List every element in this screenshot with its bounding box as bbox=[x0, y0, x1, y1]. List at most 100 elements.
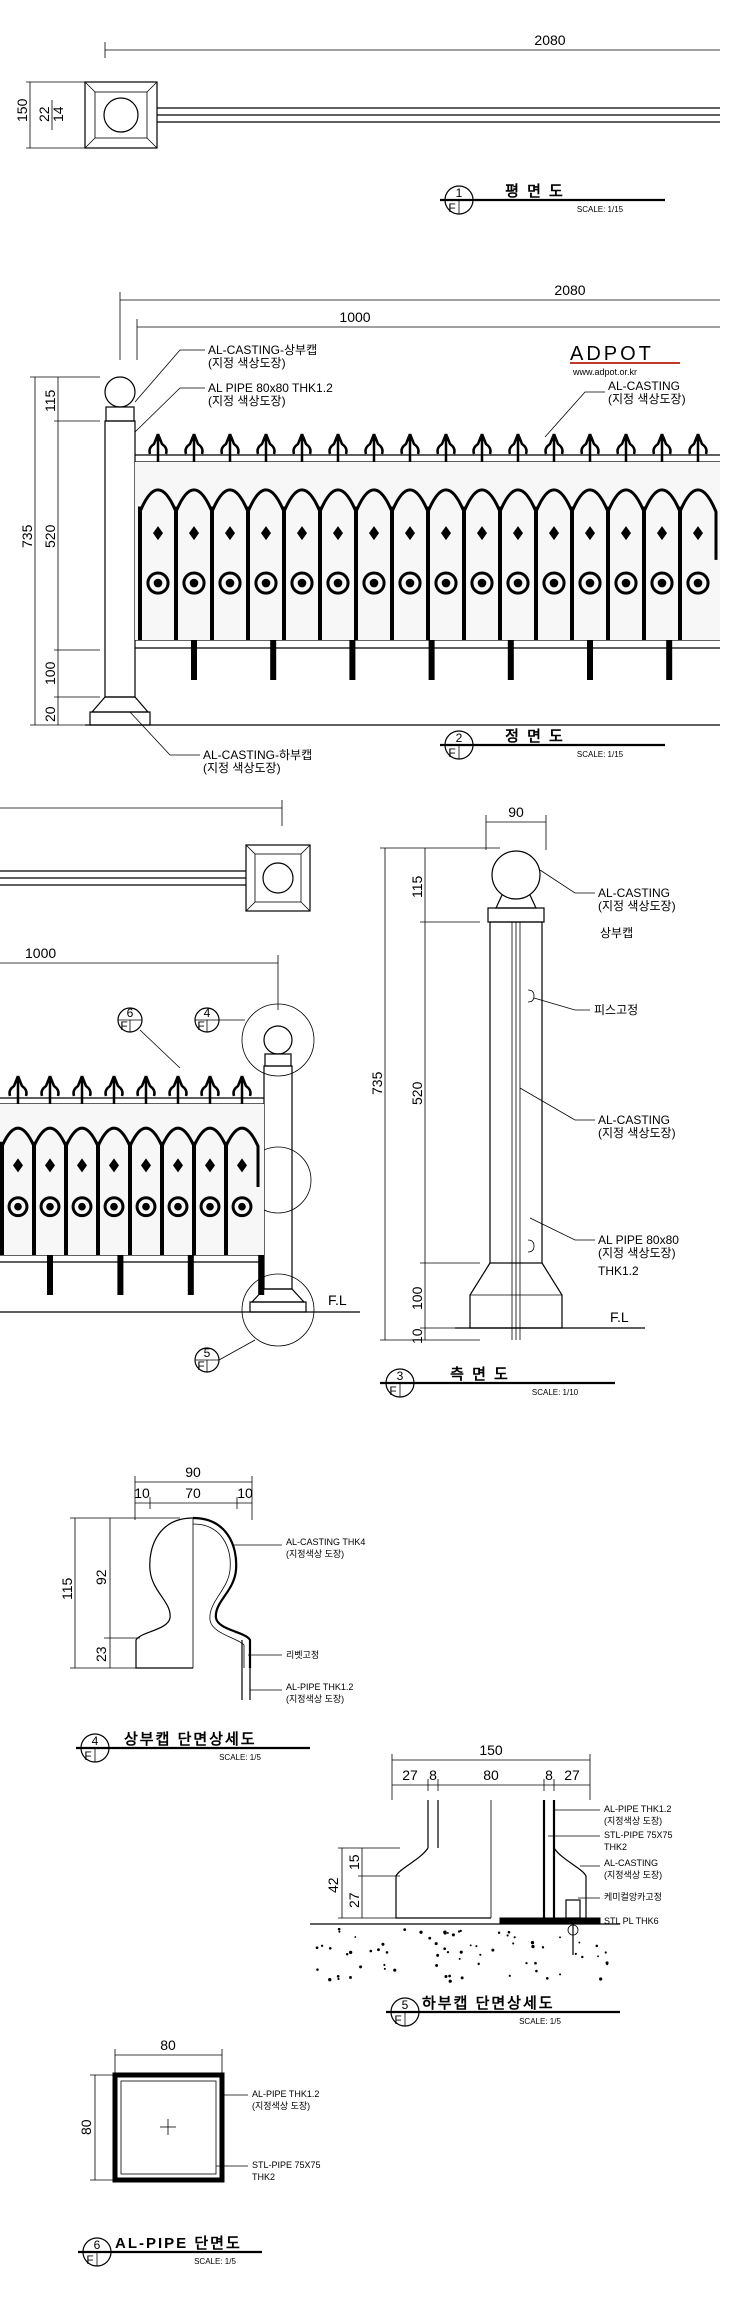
d4-note-casting-1: AL-CASTING THK4 bbox=[286, 1537, 365, 1547]
front-dim-735: 735 bbox=[19, 524, 35, 548]
d5-dim-8b: 8 bbox=[545, 1767, 553, 1783]
concrete-dot bbox=[559, 1973, 562, 1976]
fence-fleur bbox=[693, 526, 703, 541]
partial-dim-1000: 1000 bbox=[25, 945, 56, 961]
fence-rosette bbox=[7, 1196, 29, 1218]
fence-finial bbox=[688, 433, 708, 462]
fence-rosette-center bbox=[189, 578, 199, 588]
fence-fleur bbox=[237, 1158, 247, 1173]
side-dim-520: 520 bbox=[409, 1081, 425, 1105]
anchor-post bbox=[258, 1255, 265, 1295]
fence-finial bbox=[184, 433, 204, 462]
fence-baluster bbox=[390, 506, 394, 640]
concrete-dot bbox=[328, 1977, 332, 1982]
d6-dim-80h: 80 bbox=[78, 2119, 94, 2135]
front-dim-520: 520 bbox=[42, 524, 58, 548]
concrete-dot bbox=[531, 1944, 535, 1949]
fence-fleur bbox=[77, 1158, 87, 1173]
d5-note-stl-1: STL-PIPE 75X75 bbox=[604, 1830, 673, 1840]
fence-baluster bbox=[138, 506, 142, 640]
svg-text:F: F bbox=[197, 1019, 204, 1033]
plan-dim-2080: 2080 bbox=[534, 32, 565, 48]
concrete-dot bbox=[428, 1936, 432, 1940]
fence-rosette bbox=[71, 1196, 93, 1218]
detail-bottom-cap: 150 27 8 80 8 27 42 27 15 AL-PIPE THK1.2 bbox=[310, 1742, 673, 2027]
concrete-dot bbox=[369, 1949, 373, 1953]
concrete-dot bbox=[443, 1947, 446, 1951]
fence-fleur bbox=[45, 1158, 55, 1173]
side-scale: SCALE: 1/10 bbox=[532, 1388, 579, 1397]
plan-scale: SCALE: 1/15 bbox=[577, 205, 624, 214]
d4-dim-70: 70 bbox=[185, 1485, 201, 1501]
fence-rosette-center bbox=[585, 578, 595, 588]
d5-note-anchor: 케미컬앙카고정 bbox=[604, 1891, 662, 1902]
anchor-post bbox=[507, 640, 514, 680]
fence-finial bbox=[232, 1075, 252, 1104]
fence-finial bbox=[148, 433, 168, 462]
fence-fleur bbox=[513, 526, 523, 541]
concrete-dot bbox=[525, 1962, 528, 1965]
fence-fleur bbox=[13, 1158, 23, 1173]
concrete-dot bbox=[535, 1969, 538, 1973]
front-scale: SCALE: 1/15 bbox=[577, 750, 624, 759]
fence-fleur bbox=[225, 526, 235, 541]
d5-note-stl-2: THK2 bbox=[604, 1842, 627, 1852]
fence-fleur bbox=[585, 526, 595, 541]
d5-concrete-hatch bbox=[315, 1927, 609, 1983]
detail-pipe-section: 80 80 AL-PIPE THK1.2 (지정색상 도장) STL-PIPE … bbox=[78, 2037, 321, 2267]
front-bubble-sheet: F bbox=[448, 746, 455, 760]
fence-rosette-center bbox=[657, 578, 667, 588]
concrete-dot bbox=[337, 1977, 340, 1981]
partial-bubble-6: 6 F bbox=[117, 1006, 181, 1069]
d5-dim-80: 80 bbox=[483, 1767, 499, 1783]
plan-title: 평 면 도 bbox=[505, 182, 565, 200]
anchor-post bbox=[587, 640, 593, 680]
fence-finial bbox=[652, 433, 672, 462]
fence-fleur bbox=[141, 1158, 151, 1173]
concrete-dot bbox=[383, 1963, 386, 1966]
fence-baluster bbox=[354, 506, 358, 640]
d4-scale: SCALE: 1/5 bbox=[219, 1753, 261, 1762]
front-title: 정 면 도 bbox=[505, 727, 565, 745]
concrete-dot bbox=[491, 1948, 495, 1952]
fence-finial bbox=[104, 1075, 124, 1104]
fence-rosette-center bbox=[441, 578, 451, 588]
fence-rosette-center bbox=[225, 578, 235, 588]
front-note-casting-1: AL-CASTING bbox=[608, 379, 680, 393]
fence-fleur bbox=[189, 526, 199, 541]
fence-baluster bbox=[160, 1141, 164, 1255]
concrete-dot bbox=[477, 1962, 480, 1966]
fence-fleur bbox=[621, 526, 631, 541]
side-note-pipe-3: THK1.2 bbox=[598, 1264, 639, 1278]
fence-rosette bbox=[686, 571, 710, 595]
fence-rosette bbox=[167, 1196, 189, 1218]
d4-note-pipe-1: AL-PIPE THK1.2 bbox=[286, 1682, 353, 1692]
d6-bubble-sheet: F bbox=[86, 2253, 93, 2267]
d6-note-pipe-2: (지정색상 도장) bbox=[252, 2101, 310, 2111]
concrete-dot bbox=[448, 1979, 452, 1983]
fence-rosette-center bbox=[238, 1202, 246, 1211]
concrete-dot bbox=[604, 1951, 607, 1954]
d4-dim-10b: 10 bbox=[237, 1485, 253, 1501]
front-fence-arches bbox=[138, 488, 718, 640]
d5-bubble-number: 5 bbox=[402, 1998, 409, 2012]
d5-title: 하부캡 단면상세도 bbox=[422, 1994, 555, 2012]
concrete-dot bbox=[507, 1930, 511, 1934]
d4-note-rivet: 리벳고정 bbox=[286, 1650, 319, 1660]
front-fence-rosettes bbox=[146, 571, 710, 595]
fence-rosette bbox=[362, 571, 386, 595]
fence-rosette bbox=[614, 571, 638, 595]
side-note-pipe-2: (지정 색상도장) bbox=[598, 1246, 676, 1260]
anchor-post bbox=[428, 640, 435, 680]
d4-title-block: 4 F 상부캡 단면상세도 SCALE: 1/5 bbox=[76, 1730, 310, 1763]
fence-rosette bbox=[542, 571, 566, 595]
d4-bubble-number: 4 bbox=[92, 1734, 99, 1748]
fence-rosette-center bbox=[333, 578, 343, 588]
fence-baluster bbox=[318, 506, 322, 640]
concrete-dot bbox=[443, 1930, 447, 1934]
side-bubble-number: 3 bbox=[397, 1369, 404, 1383]
fence-baluster bbox=[570, 506, 574, 640]
fence-rosette-center bbox=[477, 578, 487, 588]
anchor-post bbox=[270, 640, 277, 680]
